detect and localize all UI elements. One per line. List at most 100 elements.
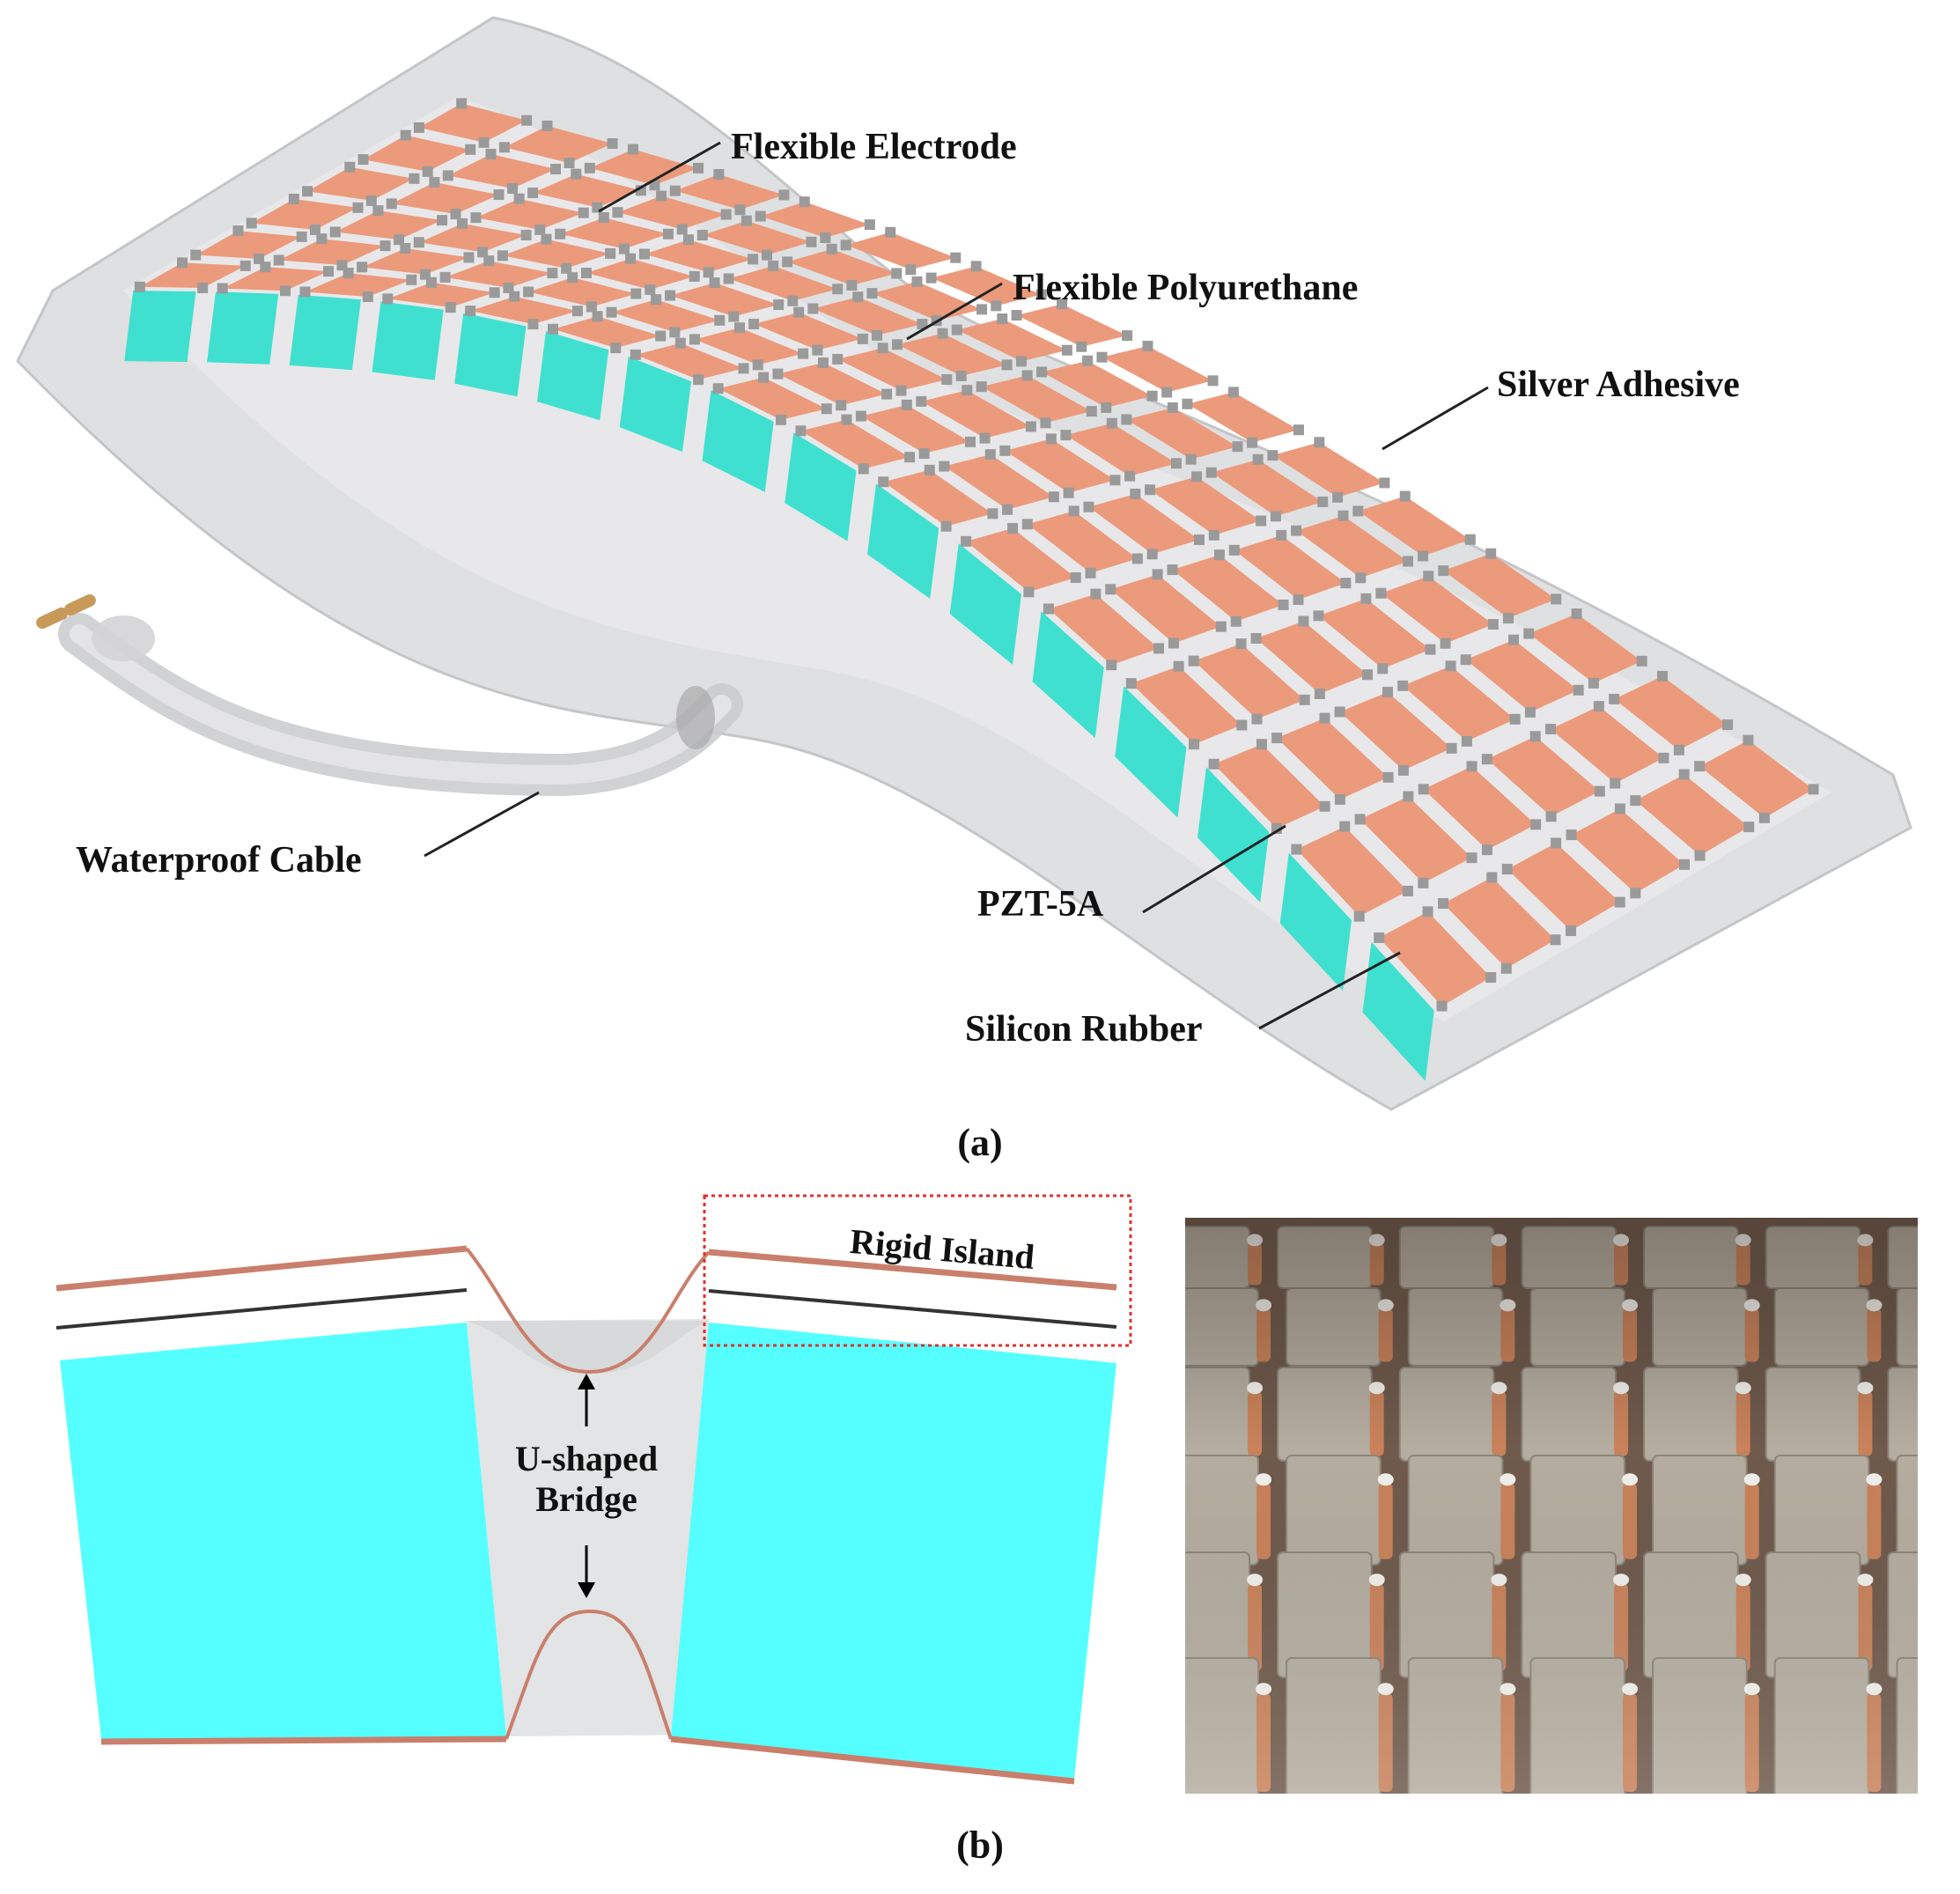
silver-adhesive-dot (840, 240, 851, 251)
silver-adhesive-dot (586, 301, 597, 313)
silver-adhesive-dot (1523, 628, 1535, 639)
leader-silicon-rubber (1258, 951, 1401, 1030)
label-flexible-polyurethane: Flexible Polyurethane (1013, 268, 1358, 308)
silver-adhesive-dot (817, 357, 829, 368)
electrode-pad (1048, 593, 1160, 666)
silver-adhesive-dot (134, 281, 145, 292)
silver-adhesive-dot (1299, 694, 1310, 705)
silver-adhesive-dot (1170, 458, 1182, 469)
silver-adhesive-dot (782, 256, 793, 268)
silver-adhesive-dot (937, 328, 948, 339)
pzt-column (619, 356, 691, 453)
silver-adhesive-dot (1276, 529, 1287, 541)
silver-adhesive-dot (1352, 505, 1364, 517)
silver-adhesive-dot (379, 240, 391, 252)
silver-adhesive-dot (1481, 844, 1492, 856)
pzt-column (949, 543, 1021, 665)
silver-adhesive-dot (1354, 814, 1366, 825)
pzt-column (867, 483, 939, 600)
inner-line-right (708, 1289, 1117, 1329)
silver-adhesive-dot (1436, 1000, 1448, 1012)
silver-adhesive-dot (450, 209, 461, 220)
silver-adhesive-dot (1319, 800, 1330, 812)
silver-adhesive-dot (1152, 569, 1163, 580)
electrode-pad (1486, 736, 1600, 817)
electrode-pad (1088, 493, 1199, 555)
electrode-pad (644, 240, 754, 273)
electrode-pad (981, 375, 1092, 424)
silver-adhesive-dot (806, 236, 817, 247)
silver-adhesive-dot (1267, 450, 1278, 461)
silver-adhesive-dot (1090, 588, 1102, 600)
silver-adhesive-dot (669, 185, 681, 196)
silver-adhesive-dot (456, 217, 468, 229)
silver-adhesive-dot (497, 250, 508, 262)
silver-adhesive-dot (1399, 490, 1411, 502)
electrode-pad (362, 247, 469, 275)
electrode-pad (1614, 675, 1728, 750)
pzt-column (785, 432, 857, 542)
caption-a: (a) (957, 1121, 1002, 1164)
electrode-pad (1110, 574, 1221, 644)
silver-adhesive-dot (470, 212, 482, 224)
silver-adhesive-dot (984, 449, 996, 461)
silver-adhesive-dot (720, 209, 732, 220)
silver-adhesive-dot (925, 272, 937, 284)
silver-adhesive-dot (741, 215, 752, 226)
silver-adhesive-dot (1228, 544, 1240, 556)
silver-adhesive-dot (714, 314, 726, 326)
u-bridge-top (465, 1247, 711, 1374)
silver-adhesive-dot (372, 205, 384, 217)
electrode-pad (589, 149, 698, 186)
silver-adhesive-dot (723, 273, 734, 284)
leader-pzt (1142, 824, 1286, 914)
silver-adhesive-dot (1502, 613, 1514, 624)
silver-adhesive-dot (1015, 356, 1027, 367)
silver-adhesive-dot (343, 268, 354, 279)
silver-adhesive-dot (1353, 910, 1365, 922)
silver-adhesive-dot (1250, 632, 1262, 644)
pzt-column (124, 291, 196, 362)
silver-adhesive-dot (1614, 896, 1625, 908)
silver-adhesive-dot (1425, 644, 1436, 655)
silver-adhesive-dot (798, 348, 809, 359)
silver-adhesive-dot (832, 353, 844, 365)
silver-adhesive-dot (493, 189, 505, 201)
silver-adhesive-dot (1694, 761, 1706, 772)
silver-adhesive-dot (1188, 655, 1199, 667)
silver-adhesive-dot (1573, 684, 1584, 696)
silver-adhesive-dot (941, 373, 953, 385)
silver-adhesive-dot (567, 272, 578, 284)
silver-adhesive-dot (1208, 758, 1219, 770)
silver-adhesive-dot (1337, 510, 1349, 521)
silver-adhesive-dot (592, 311, 603, 322)
pzt-column (1032, 611, 1104, 739)
silver-adhesive-dot (918, 448, 930, 460)
electrode-pad (617, 195, 726, 230)
silver-adhesive-dot (386, 198, 397, 210)
silver-adhesive-dot (857, 333, 868, 344)
rigid-island-box (703, 1194, 1132, 1347)
silver-adhesive-dot (1045, 433, 1057, 445)
pzt-block-right (671, 1323, 1116, 1779)
silver-adhesive-dot (547, 268, 558, 279)
label-bridge: Bridge (535, 1479, 637, 1519)
electrode-pad (1172, 555, 1284, 622)
silver-adhesive-dot (979, 432, 991, 444)
silver-adhesive-dot (1189, 739, 1200, 750)
electrode-pad (418, 103, 527, 143)
cable-pin-1 (36, 607, 68, 630)
silver-adhesive-dot (1571, 608, 1582, 620)
pzt-column (1279, 852, 1352, 991)
leader-silver-adhesive (1382, 386, 1489, 451)
silver-adhesive-dot (911, 276, 923, 287)
electrode-pad (760, 202, 870, 239)
electrode-pad (1381, 576, 1493, 644)
silver-adhesive-dot (513, 193, 525, 204)
silver-adhesive-dot (422, 166, 433, 177)
silver-adhesive-dot (1397, 680, 1409, 691)
silver-adhesive-dot (1256, 739, 1267, 750)
silver-adhesive-dot (669, 327, 681, 338)
top-electrode-right (708, 1249, 1117, 1291)
electrode-pad (1213, 744, 1325, 829)
